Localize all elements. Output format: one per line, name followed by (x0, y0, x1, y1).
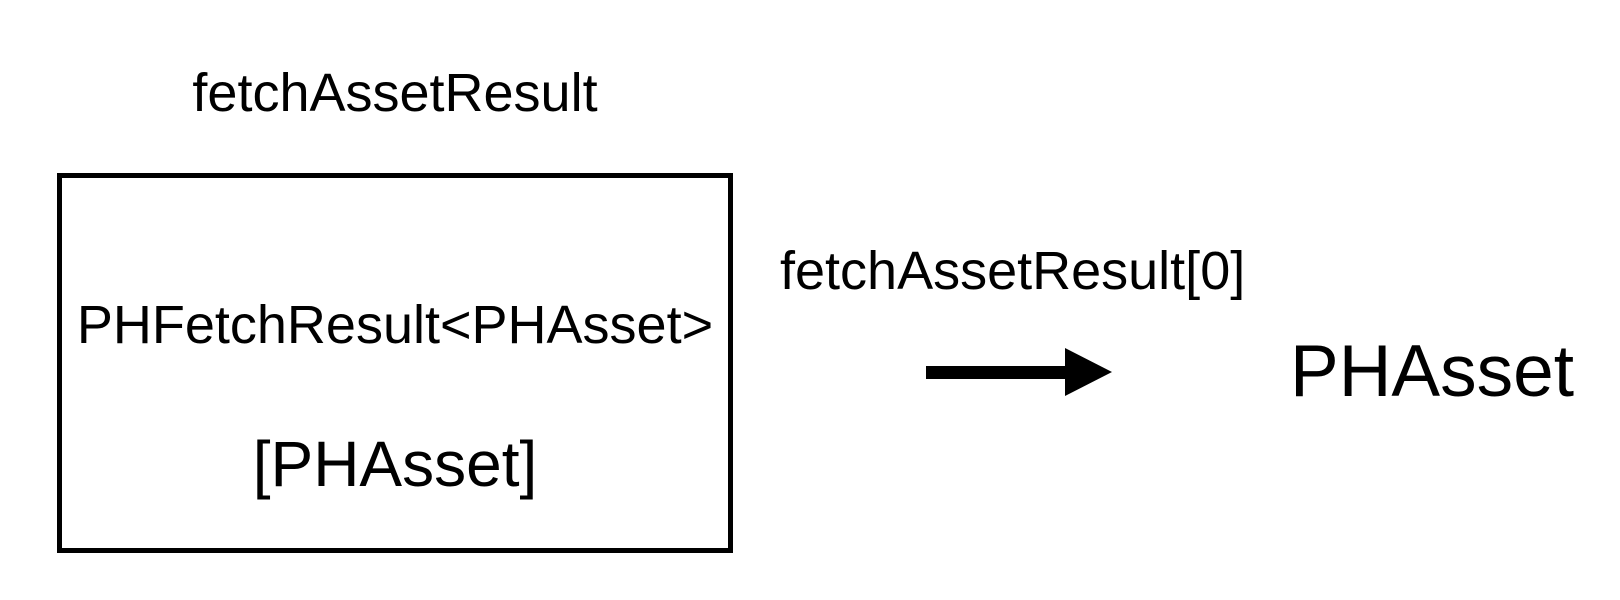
subscript-access-label: fetchAssetResult[0] (780, 241, 1246, 301)
collection-type-text: PHFetchResult<PHAsset> (76, 295, 714, 355)
collection-conceptual-text: [PHAsset] (252, 428, 538, 500)
result-type-label: PHAsset (1290, 331, 1574, 412)
fetch-result-box: PHFetchResult<PHAsset> [PHAsset] (57, 173, 733, 553)
right-arrow-icon (926, 348, 1112, 396)
collection-variable-label: fetchAssetResult (192, 63, 598, 123)
